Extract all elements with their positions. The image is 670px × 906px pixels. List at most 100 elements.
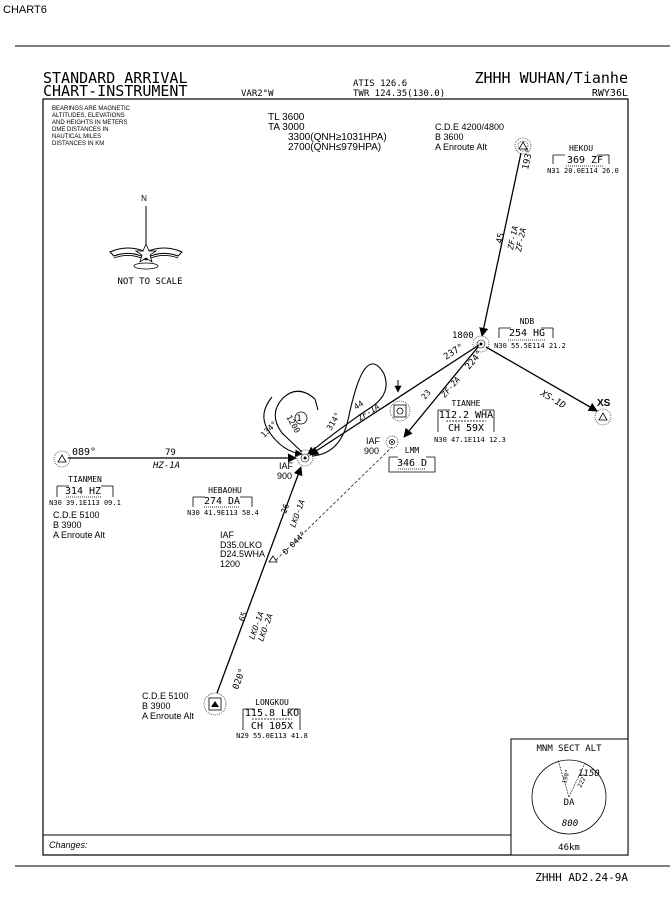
chart-frame <box>42 98 629 856</box>
svg-text:D24.5WHA: D24.5WHA <box>220 549 265 559</box>
svg-text:CH 105X: CH 105X <box>251 721 293 732</box>
lko-radial: D 044° <box>281 530 308 557</box>
runway: RWY36L <box>592 88 628 99</box>
svg-text:MNM SECT ALT: MNM SECT ALT <box>536 744 602 754</box>
ndb-out-237: 237° <box>442 342 466 362</box>
procedure-turn <box>307 363 387 457</box>
tianmen-ndb-icon <box>53 450 71 468</box>
svg-text:900: 900 <box>277 471 292 481</box>
hz-name: HZ-1A <box>152 461 180 471</box>
svg-text:LMM: LMM <box>405 446 420 455</box>
svg-text:N29 55.0E113 41.8: N29 55.0E113 41.8 <box>236 732 308 740</box>
route-ndb-lmm <box>403 346 479 438</box>
ndb-alt: 1800 <box>452 331 474 341</box>
svg-text:AND HEIGHTS IN METERS: AND HEIGHTS IN METERS <box>52 120 127 126</box>
svg-text:369 ZF: 369 ZF <box>567 155 603 166</box>
not-to-scale: NOT TO SCALE <box>117 277 182 287</box>
svg-text:LONGKOU: LONGKOU <box>255 698 289 707</box>
longkou-info-box: LONGKOU 115.8 LKO CH 105X N29 55.0E113 4… <box>236 698 308 740</box>
ndb-iaf-dist: 44 <box>352 399 365 412</box>
svg-text:N30 39.1E113 09.1: N30 39.1E113 09.1 <box>49 499 121 507</box>
route-ndb-xs <box>485 346 598 412</box>
hekou-ndb-icon <box>514 137 532 155</box>
lko-bearing: 020° <box>231 667 248 691</box>
route-longkou-iaf <box>216 466 303 694</box>
lko-dist1: 65 <box>237 610 249 622</box>
hz-dist: 79 <box>165 448 176 458</box>
svg-text:N30 47.1E114 12.3: N30 47.1E114 12.3 <box>434 436 506 444</box>
svg-text:NAUTICAL MILES: NAUTICAL MILES <box>52 134 101 140</box>
svg-text:A Enroute Alt: A Enroute Alt <box>142 711 195 721</box>
svg-text:46km: 46km <box>558 843 580 853</box>
svg-text:115.8 LKO: 115.8 LKO <box>245 708 299 719</box>
svg-text:N30 41.9E113 58.4: N30 41.9E113 58.4 <box>187 509 259 517</box>
svg-text:TIANMEN: TIANMEN <box>68 475 102 484</box>
lmm-ndb-icon <box>385 435 399 449</box>
zf1a-dist: 45 <box>495 232 507 245</box>
iaf-lko-block: IAF D35.0LKO D24.5WHA 1200 <box>220 530 265 569</box>
svg-text:IAF: IAF <box>279 461 294 471</box>
north-arrow-icon: N <box>109 194 183 270</box>
svg-text:800: 800 <box>562 819 578 829</box>
svg-text:TIANHE: TIANHE <box>452 399 481 408</box>
route-ndb-iaf <box>309 344 480 456</box>
holding-inbound <box>263 396 303 458</box>
svg-text:C.D.E 4200/4800: C.D.E 4200/4800 <box>435 122 504 132</box>
twr-freq: TWR 124.35(130.0) <box>353 89 445 99</box>
tianmen-alt-block: C.D.E 5100 B 3900 A Enroute Alt <box>53 510 106 540</box>
svg-text:3300(QNH≥1031HPA): 3300(QNH≥1031HPA) <box>288 132 387 143</box>
airport-name: ZHHH WUHAN/Tianhe <box>474 69 628 87</box>
svg-text:B 3900: B 3900 <box>53 520 82 530</box>
atis-freq: ATIS 126.6 <box>353 79 407 89</box>
page-tag: CHART6 <box>3 4 47 16</box>
xs-label: XS <box>597 398 611 409</box>
svg-text:190°: 190° <box>561 769 572 785</box>
svg-text:314 HZ: 314 HZ <box>65 486 101 497</box>
ndb-d-name: ZF-2A <box>439 375 462 400</box>
route-hekou-ndb <box>479 152 522 337</box>
svg-text:346 D: 346 D <box>397 458 427 469</box>
variation: VAR2°W <box>241 89 274 99</box>
zf1a-bearing: 193° <box>521 147 535 170</box>
svg-text:D35.0LKO: D35.0LKO <box>220 540 262 550</box>
lko-upper-name: LKO-1A <box>288 498 306 528</box>
longkou-vordme-icon <box>203 692 227 716</box>
hekou-info-box: HEKOU 369 ZF N31 20.0E114 26.0 <box>547 144 619 175</box>
hebaohu-info-box: HEBAOHU 274 DA N30 41.9E113 58.4 <box>187 486 259 517</box>
title-line1: STANDARD ARRIVAL <box>43 69 188 87</box>
svg-text:A Enroute Alt: A Enroute Alt <box>53 530 106 540</box>
lko-iaf-fix-icon <box>268 555 278 563</box>
svg-text:IAF: IAF <box>366 436 381 446</box>
hz-bearing: 089° <box>72 447 96 458</box>
svg-text:TL 3600: TL 3600 <box>268 112 305 123</box>
svg-text:HEBAOHU: HEBAOHU <box>208 486 242 495</box>
msa-box: MNM SECT ALT 190° 222° 1150 DA 800 46km <box>510 738 629 856</box>
transition-block: TL 3600 TA 3000 3300(QNH≥1031HPA) 2700(Q… <box>268 112 387 153</box>
svg-text:A Enroute Alt: A Enroute Alt <box>435 142 488 152</box>
svg-text:ALTITUDES, ELEVATIONS: ALTITUDES, ELEVATIONS <box>52 113 125 119</box>
notes-block: BEARINGS ARE MAGNETIC ALTITUDES, ELEVATI… <box>52 106 131 147</box>
svg-text:C.D.E 5100: C.D.E 5100 <box>142 691 189 701</box>
changes-label: Changes: <box>49 840 88 850</box>
svg-text:B 3600: B 3600 <box>435 132 464 142</box>
svg-text:274 DA: 274 DA <box>204 496 240 507</box>
svg-text:HEKOU: HEKOU <box>569 144 593 153</box>
tianmen-info-box: TIANMEN 314 HZ N30 39.1E113 09.1 <box>49 475 121 507</box>
lko-dist2: 26 <box>279 502 291 514</box>
svg-text:N30 55.5E114 21.2: N30 55.5E114 21.2 <box>494 342 566 350</box>
svg-text:TA 3000: TA 3000 <box>268 122 305 133</box>
svg-text:BEARINGS ARE MAGNETIC: BEARINGS ARE MAGNETIC <box>52 106 131 112</box>
svg-text:112.2 WHA: 112.2 WHA <box>439 410 493 421</box>
svg-text:900: 900 <box>364 446 379 456</box>
svg-text:NDB: NDB <box>520 317 535 326</box>
hekou-alt-block: C.D.E 4200/4800 B 3600 A Enroute Alt <box>435 122 504 152</box>
ndb-d-dist: 23 <box>420 388 433 401</box>
tianhe-info-box: TIANHE 112.2 WHA CH 59X N30 47.1E114 12.… <box>434 399 506 444</box>
svg-text:N: N <box>141 194 147 203</box>
svg-text:DME DISTANCES IN: DME DISTANCES IN <box>52 127 109 133</box>
svg-text:DA: DA <box>564 798 575 808</box>
svg-text:N31 20.0E114 26.0: N31 20.0E114 26.0 <box>547 167 619 175</box>
iaf-main-label: IAF 900 <box>277 461 294 481</box>
holding-pattern <box>274 390 319 453</box>
